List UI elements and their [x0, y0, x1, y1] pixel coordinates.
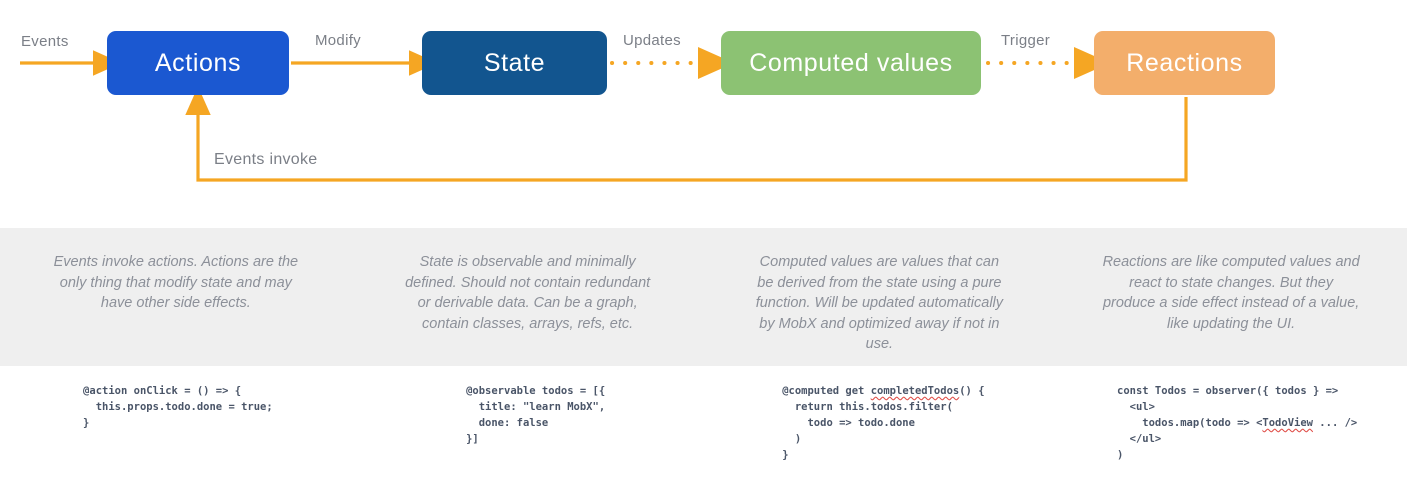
spellcheck-squiggle: TodoView [1262, 416, 1313, 429]
code-column-computed: @computed get completedTodos() { return … [704, 384, 1056, 479]
node-reactions[interactable]: Reactions [1094, 31, 1275, 95]
code-snippet-actions: @action onClick = () => { this.props.tod… [83, 385, 273, 429]
code-snippet-reactions: const Todos = observer({ todos } => <ul>… [1117, 385, 1358, 461]
node-actions-label: Actions [154, 48, 242, 77]
code-column-reactions: const Todos = observer({ todos } => <ul>… [1055, 384, 1407, 479]
node-computed-values-label: Computed values [749, 48, 953, 77]
code-column-state: @observable todos = [{ title: "learn Mob… [352, 384, 704, 479]
description-band [0, 228, 1407, 366]
code-row: @action onClick = () => { this.props.tod… [0, 384, 1407, 479]
node-state[interactable]: State [422, 31, 607, 95]
description-text-reactions: Reactions are like computed values and r… [1102, 254, 1360, 332]
description-text-actions: Events invoke actions. Actions are the o… [53, 254, 299, 312]
description-column-actions: Events invoke actions. Actions are the o… [0, 228, 352, 366]
node-state-label: State [483, 48, 546, 77]
node-computed-values[interactable]: Computed values [721, 31, 981, 95]
flow-arrows [20, 47, 1188, 182]
description-text-state: State is observable and minimally define… [405, 254, 651, 332]
description-column-state: State is observable and minimally define… [352, 228, 704, 366]
spellcheck-squiggle: completedTodos [870, 385, 960, 397]
node-reactions-label: Reactions [1126, 48, 1243, 77]
edge-label-trigger: Trigger [1001, 32, 1051, 49]
code-snippet-state: @observable todos = [{ title: "learn Mob… [466, 385, 606, 445]
edge-events-invoke-arrow [185, 86, 1188, 182]
code-snippet-computed: @computed get completedTodos() { return … [782, 385, 985, 461]
code-column-actions: @action onClick = () => { this.props.tod… [0, 384, 352, 479]
description-text-computed: Computed values are values that can be d… [755, 254, 1004, 353]
edge-label-updates: Updates [623, 32, 681, 49]
edge-label-modify: Modify [315, 32, 361, 49]
description-column-computed: Computed values are values that can be d… [704, 228, 1056, 366]
edge-label-events-invoke: Events invoke [214, 151, 318, 168]
description-row: Events invoke actions. Actions are the o… [0, 228, 1407, 366]
edge-label-events: Events [21, 33, 69, 50]
node-actions[interactable]: Actions [107, 31, 289, 95]
description-column-reactions: Reactions are like computed values and r… [1055, 228, 1407, 366]
